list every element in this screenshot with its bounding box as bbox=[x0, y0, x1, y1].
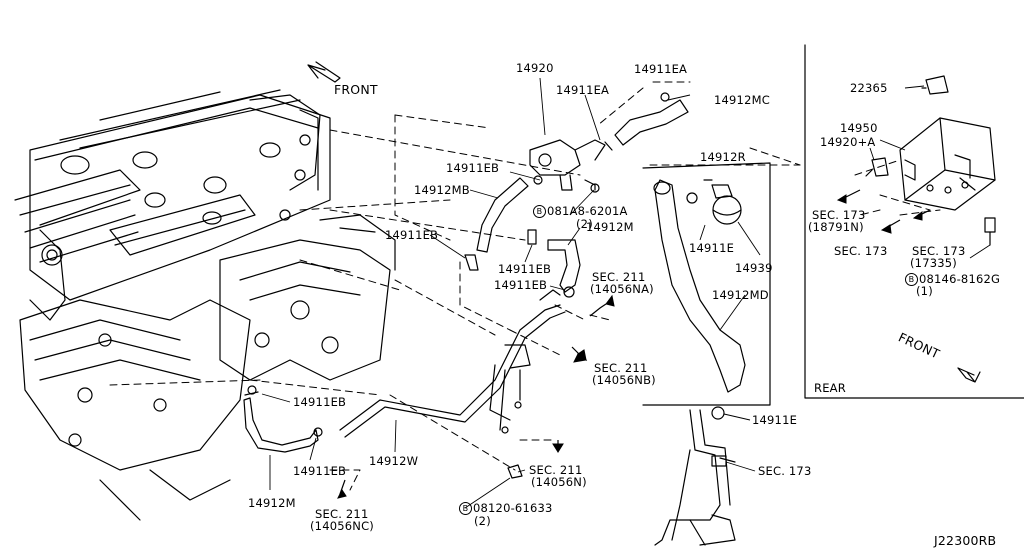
rear-label: REAR bbox=[814, 381, 846, 395]
part-22365: 22365 bbox=[850, 81, 888, 95]
front-label-left: FRONT bbox=[334, 82, 378, 97]
engine-illustration bbox=[14, 89, 396, 521]
part-14911eb-a: 14911EB bbox=[446, 161, 500, 175]
part-14912mb: 14912MB bbox=[414, 183, 470, 197]
section-173-plain: SEC. 173 bbox=[834, 244, 888, 258]
section-211-nb: SEC. 211 bbox=[594, 361, 648, 375]
part-14911e-b: 14911E bbox=[752, 413, 798, 427]
part-14920: 14920 bbox=[516, 61, 554, 75]
part-14912m-b: 14912M bbox=[248, 496, 296, 510]
section-173-17335-code: (17335) bbox=[910, 256, 957, 270]
section-211-n-code: (14056N) bbox=[531, 475, 587, 489]
part-14950: 14950 bbox=[840, 121, 878, 135]
part-14912md: 14912MD bbox=[712, 288, 769, 302]
section-211-na-code: (14056NA) bbox=[590, 282, 654, 296]
part-08120-qty: (2) bbox=[474, 514, 491, 528]
part-08146-qty: (1) bbox=[916, 284, 933, 298]
part-14912mc: 14912MC bbox=[714, 93, 770, 107]
part-14912w: 14912W bbox=[369, 454, 419, 468]
front-arrow-left-icon bbox=[307, 61, 341, 83]
section-211-nb-code: (14056NB) bbox=[592, 373, 656, 387]
part-14911eb-c: 14911EB bbox=[498, 262, 552, 276]
part-14911eb-e: 14911EB bbox=[293, 395, 347, 409]
section-173-17335: SEC. 173 bbox=[912, 244, 966, 258]
purge-valve bbox=[529, 139, 606, 193]
part-14911eb-b: 14911EB bbox=[385, 228, 439, 242]
section-211-nc: SEC. 211 bbox=[315, 507, 369, 521]
section-211-nc-code: (14056NC) bbox=[310, 519, 374, 533]
part-14912m-a: 14912M bbox=[586, 220, 634, 234]
diagram-code: J22300RB bbox=[934, 533, 997, 548]
part-14911eb-d: 14911EB bbox=[494, 278, 548, 292]
part-14920-a: 14920+A bbox=[820, 135, 876, 149]
section-173-18791-code: (18791N) bbox=[808, 220, 864, 234]
part-14939: 14939 bbox=[735, 261, 773, 275]
canister bbox=[899, 117, 996, 211]
part-14911eb-f: 14911EB bbox=[293, 464, 347, 478]
part-14911ea-a: 14911EA bbox=[556, 83, 610, 97]
part-081a8-qty: (2) bbox=[576, 217, 593, 231]
part-14912r: 14912R bbox=[700, 150, 746, 164]
section-173-18791: SEC. 173 bbox=[812, 208, 866, 222]
section-211-n: SEC. 211 bbox=[529, 463, 583, 477]
section-211-na: SEC. 211 bbox=[592, 270, 646, 284]
part-14911e-a: 14911E bbox=[689, 241, 735, 255]
part-14911ea-b: 14911EA bbox=[634, 62, 688, 76]
section-173-main: SEC. 173 bbox=[758, 464, 812, 478]
